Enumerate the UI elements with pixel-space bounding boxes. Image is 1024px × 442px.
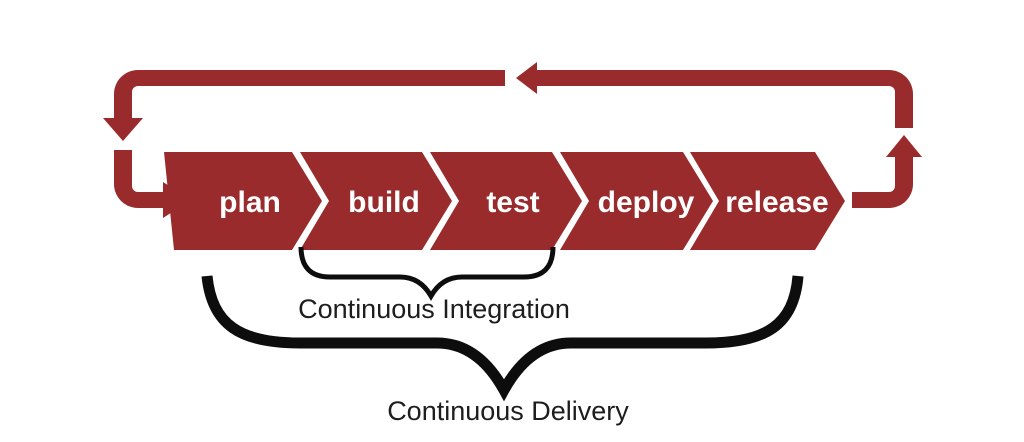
stage-chevron-plan — [164, 152, 322, 250]
loop-arrow-down-icon — [103, 70, 505, 141]
stage-chevron-build — [300, 152, 452, 250]
continuous-integration-label: Continuous Integration — [298, 294, 570, 324]
loop-arrow-left-icon — [516, 62, 913, 128]
stage-label-deploy: deploy — [598, 186, 695, 219]
continuous-integration-brace — [298, 246, 556, 301]
stage-label-release: release — [725, 186, 828, 219]
stage-chevron-release — [690, 152, 845, 250]
continuous-delivery-brace — [201, 275, 804, 402]
stage-chevron-test — [430, 152, 582, 250]
stage-label-build: build — [348, 186, 420, 219]
loop-arrow-up-icon — [852, 135, 922, 208]
continuous-delivery-label: Continuous Delivery — [387, 396, 629, 426]
stage-chevron-deploy — [560, 152, 713, 250]
stage-label-test: test — [486, 186, 539, 219]
stage-label-plan: plan — [219, 186, 281, 219]
